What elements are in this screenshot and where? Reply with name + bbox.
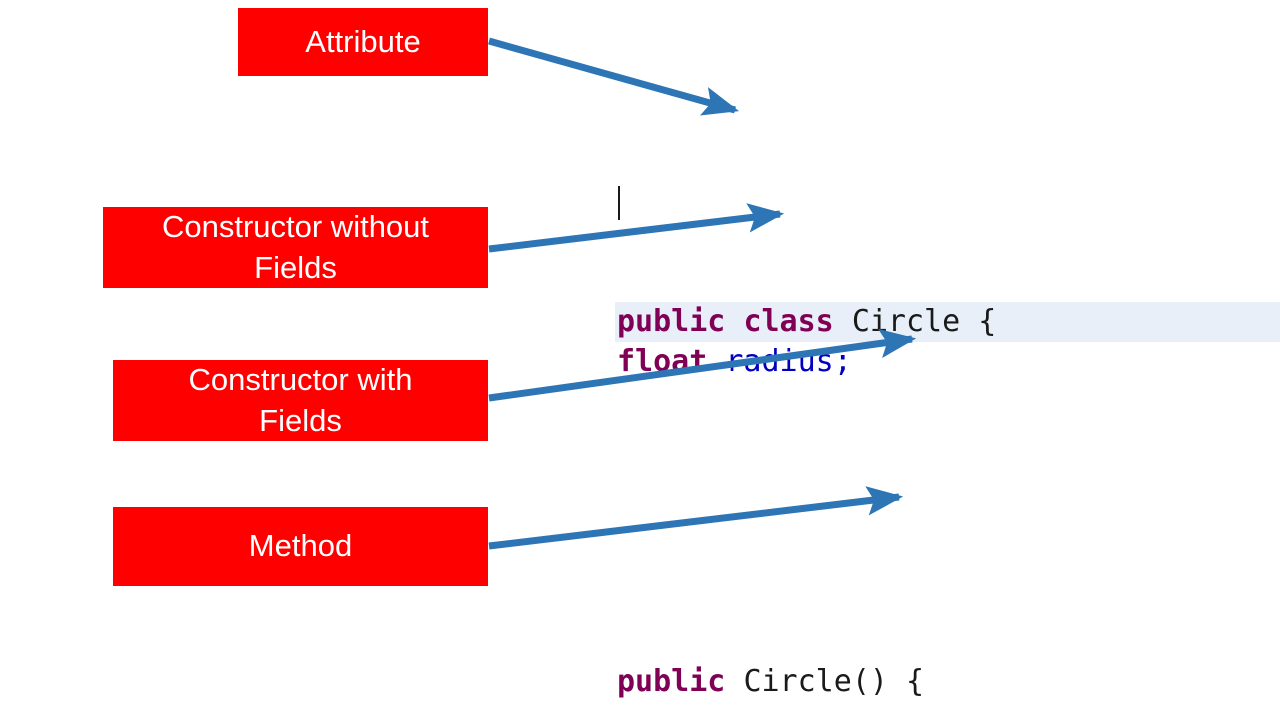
token-semicolon: ; xyxy=(833,344,852,379)
current-line-highlight: public class Circle { xyxy=(615,302,1280,342)
code-line-3-blank xyxy=(617,502,1280,542)
token-space xyxy=(834,304,852,339)
token-open-brace: { xyxy=(906,664,925,699)
label-attribute: Attribute xyxy=(238,8,488,76)
token-space xyxy=(707,344,725,379)
token-class: class xyxy=(743,304,834,339)
code-line-4: public Circle() { xyxy=(617,662,1280,702)
token-class-name: Circle xyxy=(851,304,961,339)
text-caret xyxy=(618,186,620,220)
token-space xyxy=(888,664,906,699)
code-line-1: public class Circle { xyxy=(615,182,1280,342)
token-radius: radius xyxy=(725,344,834,379)
token-open-brace: { xyxy=(978,304,997,339)
label-constructor-without-fields: Constructor without Fields xyxy=(103,207,488,288)
code-snippet: public class Circle { float radius; publ… xyxy=(615,62,1280,720)
label-method: Method xyxy=(113,507,488,586)
token-parens: () xyxy=(851,664,888,699)
token-float: float xyxy=(617,344,708,379)
token-public: public xyxy=(617,304,726,339)
token-space xyxy=(725,304,743,339)
token-public: public xyxy=(617,664,726,699)
label-constructor-with-fields: Constructor with Fields xyxy=(113,360,488,441)
token-space xyxy=(725,664,743,699)
token-space xyxy=(960,304,978,339)
code-line-2: float radius; xyxy=(617,342,1280,382)
token-ctor-name: Circle xyxy=(743,664,852,699)
